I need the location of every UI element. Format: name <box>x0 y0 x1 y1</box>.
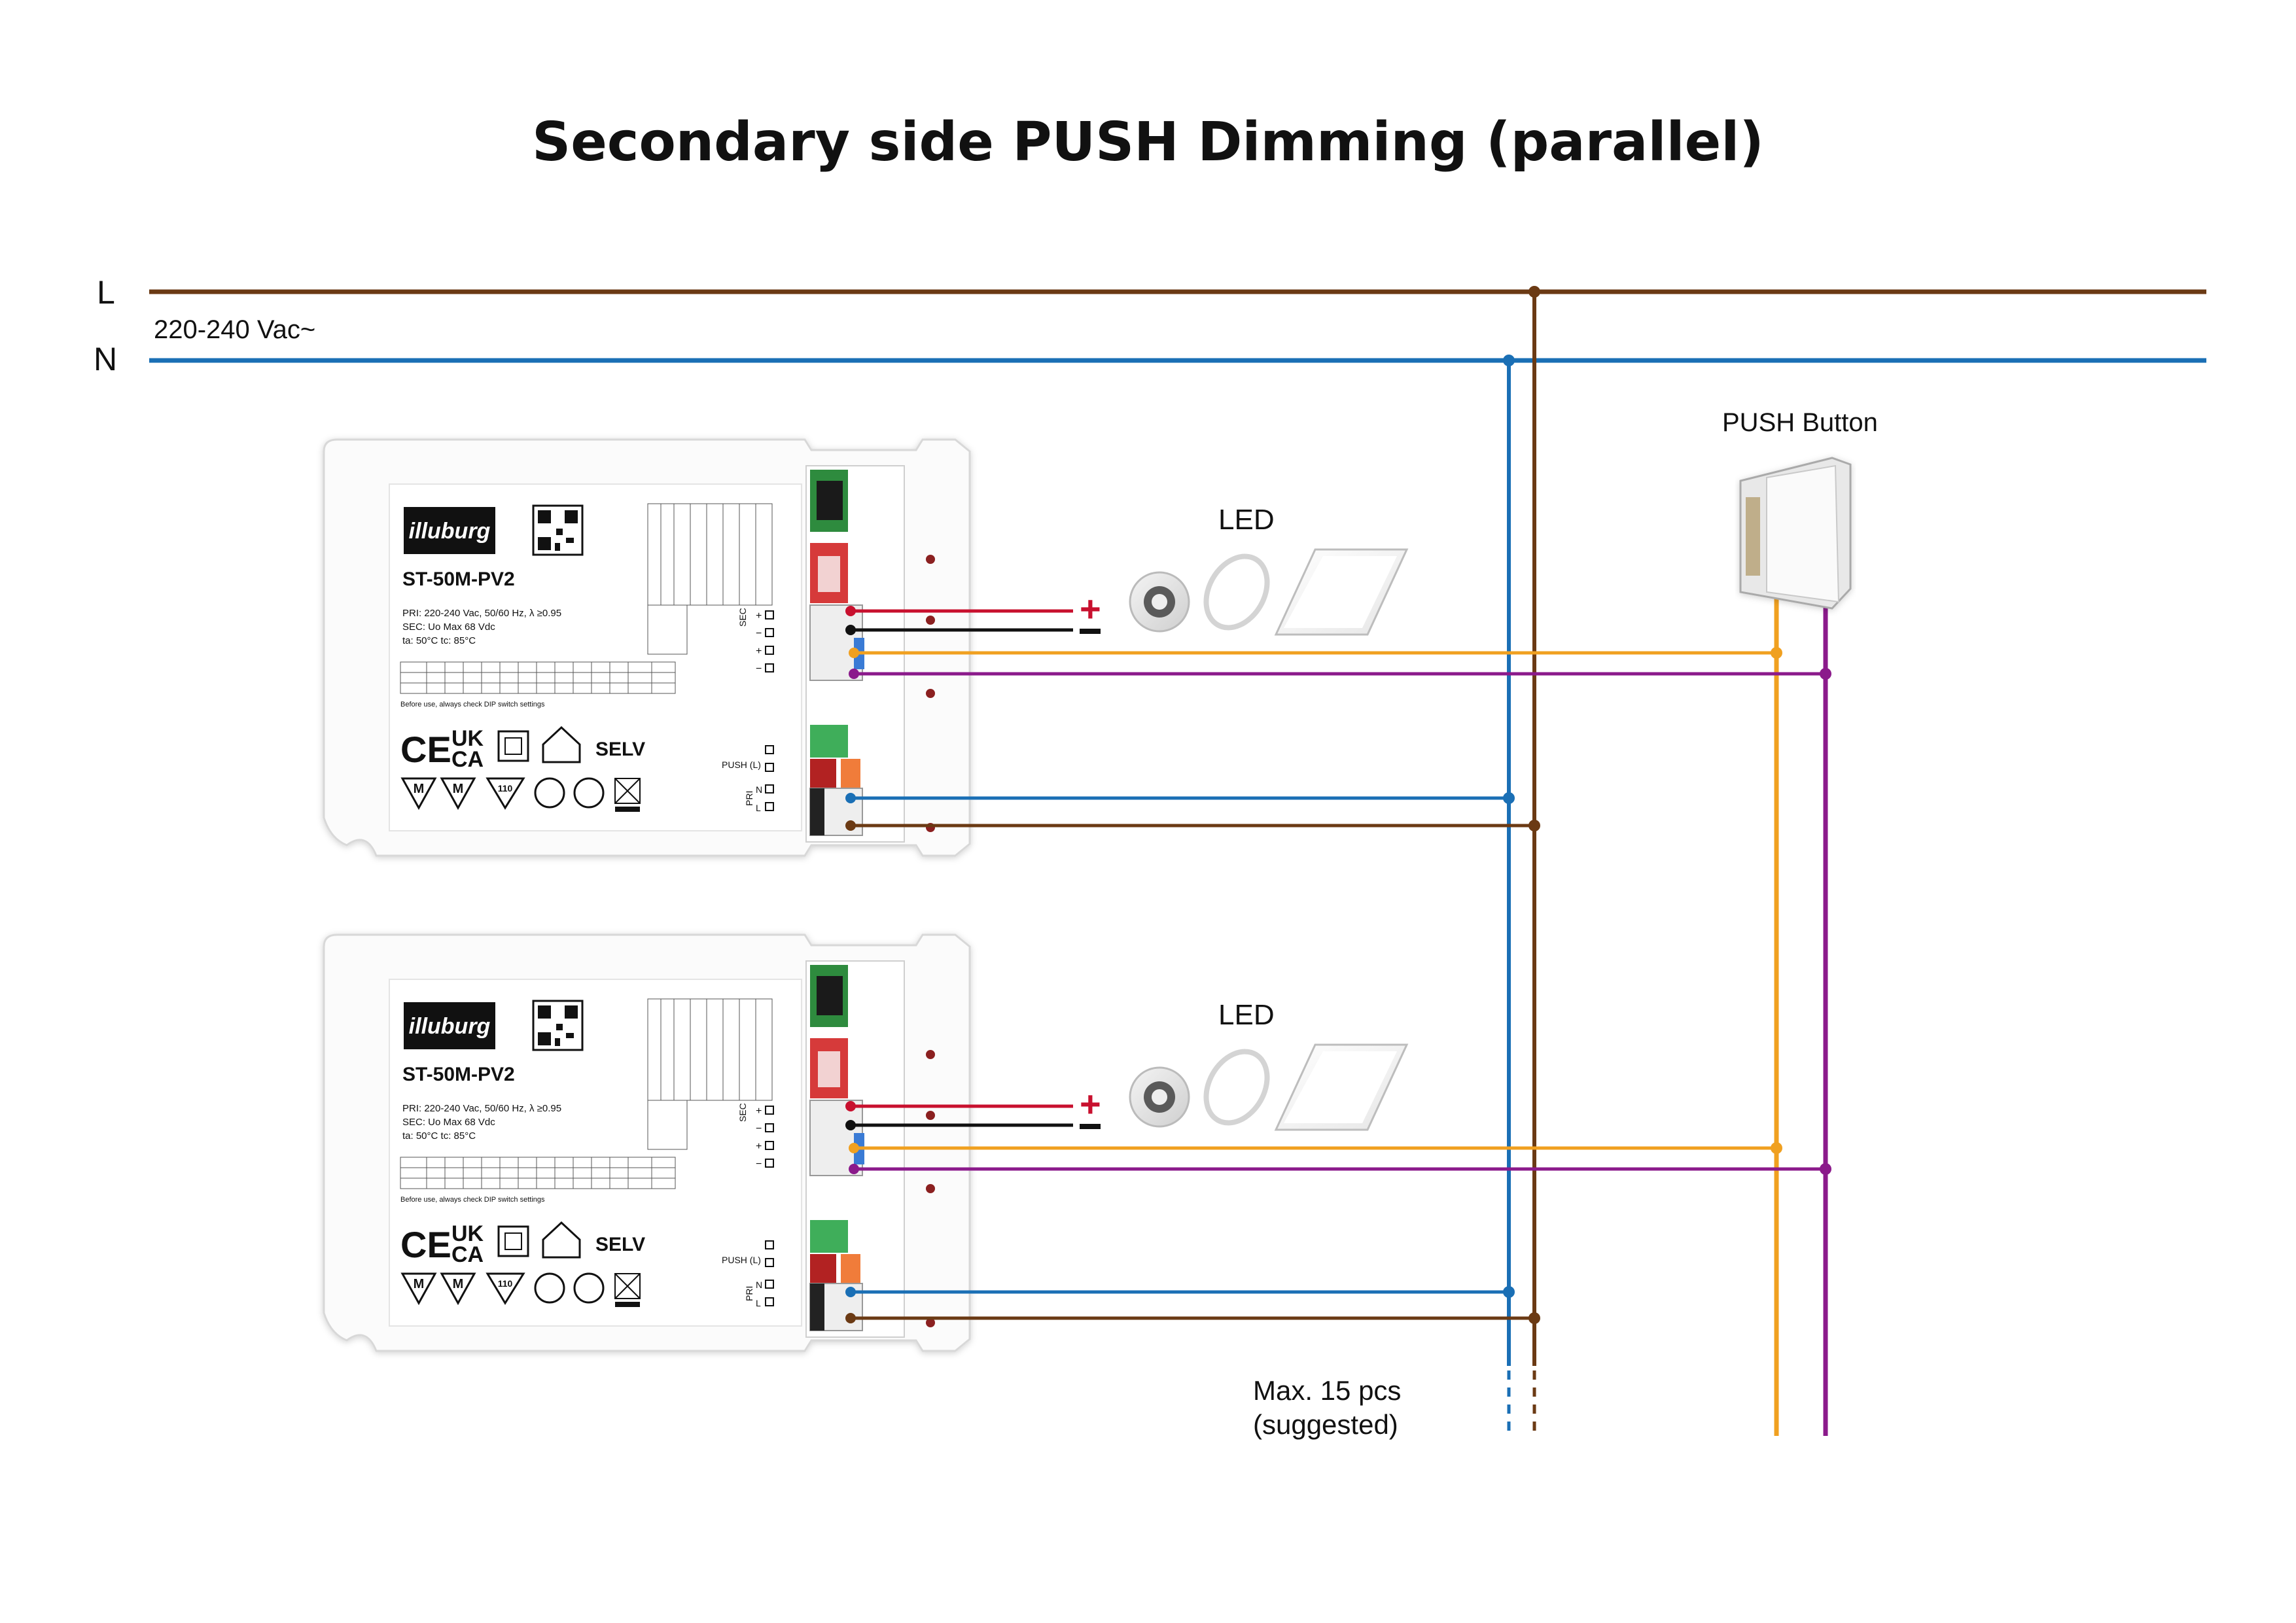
diagram-title: Secondary side PUSH Dimming (parallel) <box>532 111 1764 173</box>
driver-unit-1 <box>324 440 970 856</box>
led-group-2 <box>1130 1041 1407 1134</box>
led-group-1 <box>1130 546 1407 638</box>
driver-unit-2 <box>324 935 970 1351</box>
neutral-label: N <box>94 341 118 377</box>
push-button-label: PUSH Button <box>1722 408 1878 437</box>
svg-text:+: + <box>1080 1083 1101 1125</box>
led-label-2: LED <box>1218 999 1275 1031</box>
svg-text:+: + <box>1080 588 1101 629</box>
driver-1-wiring: + <box>845 588 1826 831</box>
driver-2-wiring: + <box>845 1083 1826 1323</box>
led-label-1: LED <box>1218 504 1275 536</box>
voltage-label: 220-240 Vac~ <box>154 315 316 344</box>
max-pcs-line2: (suggested) <box>1253 1409 1398 1440</box>
push-button-device <box>1739 457 1852 610</box>
max-pcs-line1: Max. 15 pcs <box>1253 1375 1402 1406</box>
line-label: L <box>97 274 115 311</box>
max-pcs-note: Max. 15 pcs (suggested) <box>1253 1374 1401 1442</box>
